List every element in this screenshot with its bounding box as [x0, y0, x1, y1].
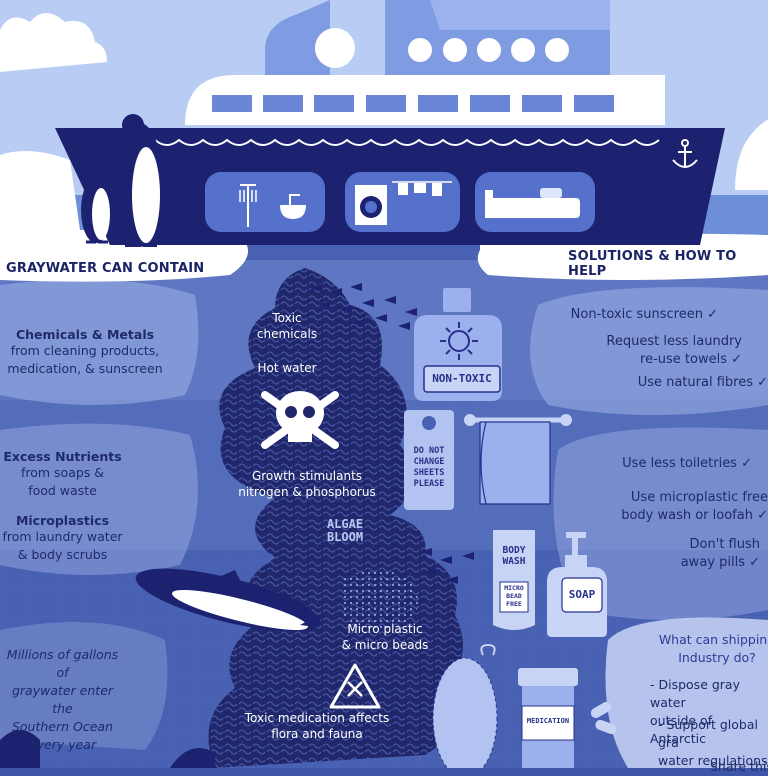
left-fact: Millions of gallons of graywater enter t…: [6, 647, 119, 752]
shower-icon: [239, 184, 257, 227]
solution-item: Use microplastic free body wash or loofa…: [621, 490, 768, 523]
laundry-icon: [392, 181, 452, 196]
graywater-heading: GRAYWATER CAN CONTAIN: [6, 261, 205, 276]
bed-icon: [485, 188, 580, 218]
center-label: Hot water: [257, 361, 317, 375]
penguin-icon: [81, 114, 163, 247]
door-hanger-label: DO NOT CHANGE SHEETS PLEASE: [413, 446, 445, 489]
anchor-icon: [672, 139, 698, 168]
towel-icon: [464, 414, 572, 505]
pill-bottle-icon: [518, 668, 578, 768]
left-item-title: Chemicals & Metals: [15, 327, 155, 342]
body-wash-label: BODY WASH: [502, 545, 526, 567]
medication-label: MEDICATION: [526, 717, 570, 725]
shipping-question: What can shipping Industry do?: [658, 632, 768, 665]
solution-item: Don't flush away pills ✓: [680, 537, 760, 570]
pump-bottle-icon: [547, 532, 607, 637]
fish-school-icon: [310, 283, 417, 330]
warning-icon: [329, 663, 381, 709]
non-toxic-label: NON-TOXIC: [432, 372, 492, 385]
left-item-body: from soaps & food waste: [20, 465, 105, 498]
solution-item: Use natural fibres ✓: [637, 375, 768, 390]
left-item-body: from laundry water & body scrubs: [2, 529, 123, 562]
soap-label: SOAP: [568, 588, 596, 601]
pill-icon: [590, 702, 617, 735]
washing-machine-icon: [355, 185, 387, 225]
sun-icon: [440, 322, 478, 360]
loofah-icon: [432, 643, 498, 768]
skull-crossbones-icon: [261, 391, 339, 449]
shipping-item: - Support global gra water regulations: [658, 717, 768, 768]
left-item-body: from cleaning products, medication, & su…: [7, 343, 163, 376]
sink-icon: [280, 194, 306, 219]
solution-item: Use less toiletries ✓: [622, 456, 752, 471]
solution-item: Non-toxic sunscreen ✓: [570, 307, 718, 322]
solution-item: Request less laundry re-use towels ✓: [606, 334, 742, 367]
shipping-item: - Dispose gray water outside of Antarcti…: [650, 677, 740, 746]
cruise-ship-icon: [55, 0, 725, 245]
micro-bead-free-label: MICRO BEAD FREE: [504, 584, 524, 608]
center-label: Toxic medication affects flora and fauna: [244, 711, 390, 741]
center-label: Micro plastic & micro beads: [341, 622, 429, 652]
left-item-title: Excess Nutrients: [3, 449, 122, 464]
center-label: Toxic chemicals: [256, 311, 318, 341]
center-label: Growth stimulants nitrogen & phosphorus: [238, 469, 376, 499]
cloud-icon: [0, 13, 107, 72]
left-item-title: Microplastics: [15, 513, 110, 528]
solutions-heading: SOLUTIONS & HOW TO HELP: [568, 249, 737, 279]
shipping-item: Share this: [710, 759, 768, 774]
algae-bloom-label: ALGAE BLOOM: [326, 517, 364, 544]
